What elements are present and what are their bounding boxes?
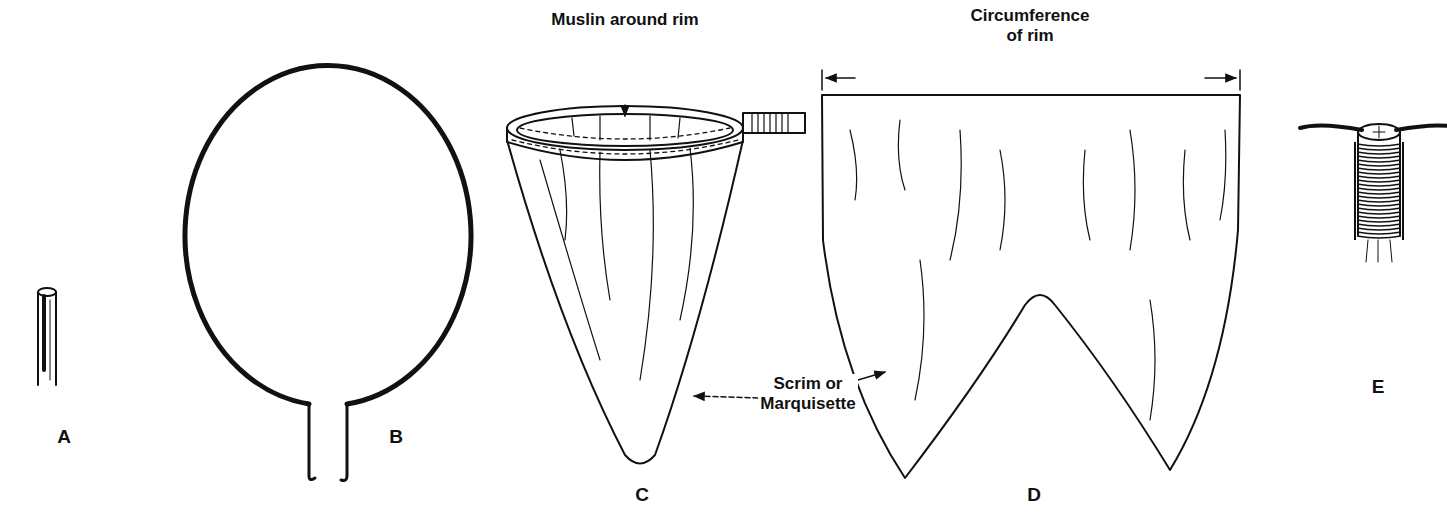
dimension-line [1205, 77, 1236, 79]
wired-handle-end [1300, 124, 1447, 262]
winding-turn [1357, 156, 1401, 158]
leader-line [858, 372, 885, 380]
winding-turn [1357, 208, 1401, 210]
winding-turn [1357, 172, 1401, 174]
winding-turn [1357, 160, 1401, 162]
leader-line [694, 396, 758, 398]
winding-turn [1357, 164, 1401, 166]
part-letter: D [1025, 484, 1043, 507]
dimension-line [826, 77, 855, 79]
winding-turn [1357, 212, 1401, 214]
part-letter: B [387, 426, 405, 449]
winding-turn [1357, 204, 1401, 206]
winding-turn [1357, 144, 1401, 146]
winding-turn [1357, 236, 1401, 238]
winding-edge [1355, 142, 1403, 240]
wire-ring [185, 66, 471, 481]
handle-dowel [38, 288, 56, 385]
dimension-label: Circumference of rim [962, 6, 1098, 47]
winding-turn [1357, 176, 1401, 178]
winding-turn [1357, 232, 1401, 234]
callout-label: Muslin around rim [549, 10, 700, 30]
part-letter: A [55, 426, 73, 449]
winding-turn [1357, 148, 1401, 150]
leader-line [624, 105, 626, 116]
winding-turn [1357, 180, 1401, 182]
material-label: Scrim or Marquisette [758, 374, 857, 415]
winding-turn [1357, 192, 1401, 194]
part-letter: C [633, 484, 651, 507]
winding-turn [1357, 228, 1401, 230]
winding-turn [1357, 152, 1401, 154]
winding-turn [1357, 196, 1401, 198]
winding-turn [1357, 220, 1401, 222]
winding-turn [1357, 184, 1401, 186]
winding-turn [1357, 224, 1401, 226]
winding-turn [1357, 168, 1401, 170]
winding-turn [1357, 200, 1401, 202]
part-letter: E [1370, 376, 1387, 399]
winding-turn [1357, 188, 1401, 190]
winding-turn [1357, 216, 1401, 218]
net-pattern [694, 70, 1240, 478]
wire-winding [1355, 142, 1403, 240]
